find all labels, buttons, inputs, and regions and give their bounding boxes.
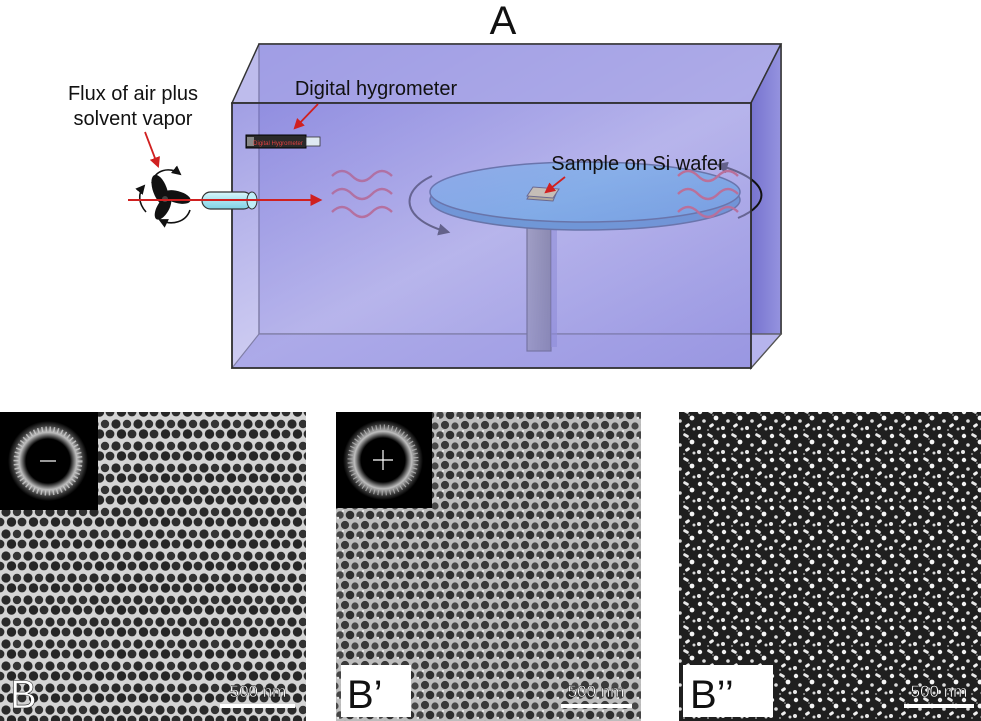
sem-panel-b: B 500 nm [0, 412, 306, 721]
scale-bar-b-label: 500 nm [230, 682, 287, 701]
hygrometer-device-text: Digital Hygrometer [253, 141, 303, 147]
hygrometer-label: Digital hygrometer [295, 78, 458, 100]
scale-bar-b-prime-label: 500 nm [568, 682, 625, 701]
sample-label: Sample on Si wafer [551, 153, 725, 175]
panel-b-prime-label-box [341, 665, 411, 717]
sem-panel-b-prime: B’ 500 nm [336, 412, 641, 721]
fft-inset-b [0, 412, 98, 510]
flux-label-line2: solvent vapor [74, 108, 193, 130]
fft-inset-b-prime [336, 412, 432, 508]
fan-rotation-arrow-bottom [158, 209, 191, 228]
panel-b-label: B [10, 673, 37, 717]
panel-b-double-prime-label: B’’ [690, 673, 734, 717]
hygrometer-device: Digital Hygrometer [245, 134, 321, 149]
scale-bar-b-double-prime-label: 500 nm [911, 682, 968, 701]
panel-b-double-prime-label-box [683, 665, 773, 717]
fan-rotation-arrow-top [151, 165, 182, 184]
sem-panel-b-double-prime: B’’ 500 nm [679, 412, 981, 721]
panel-b-prime-label: B’ [347, 673, 383, 717]
hygrometer-label-arrow [293, 103, 319, 130]
sample-label-arrow [544, 176, 566, 194]
flux-label-line1: Flux of air plus [68, 83, 198, 105]
chamber-front-face [231, 102, 752, 369]
fan-rotation-arrow-left [135, 184, 147, 213]
flux-label-arrow [144, 131, 160, 169]
fan-rotor-icon [151, 174, 191, 220]
panel-a-label: A [490, 0, 517, 43]
